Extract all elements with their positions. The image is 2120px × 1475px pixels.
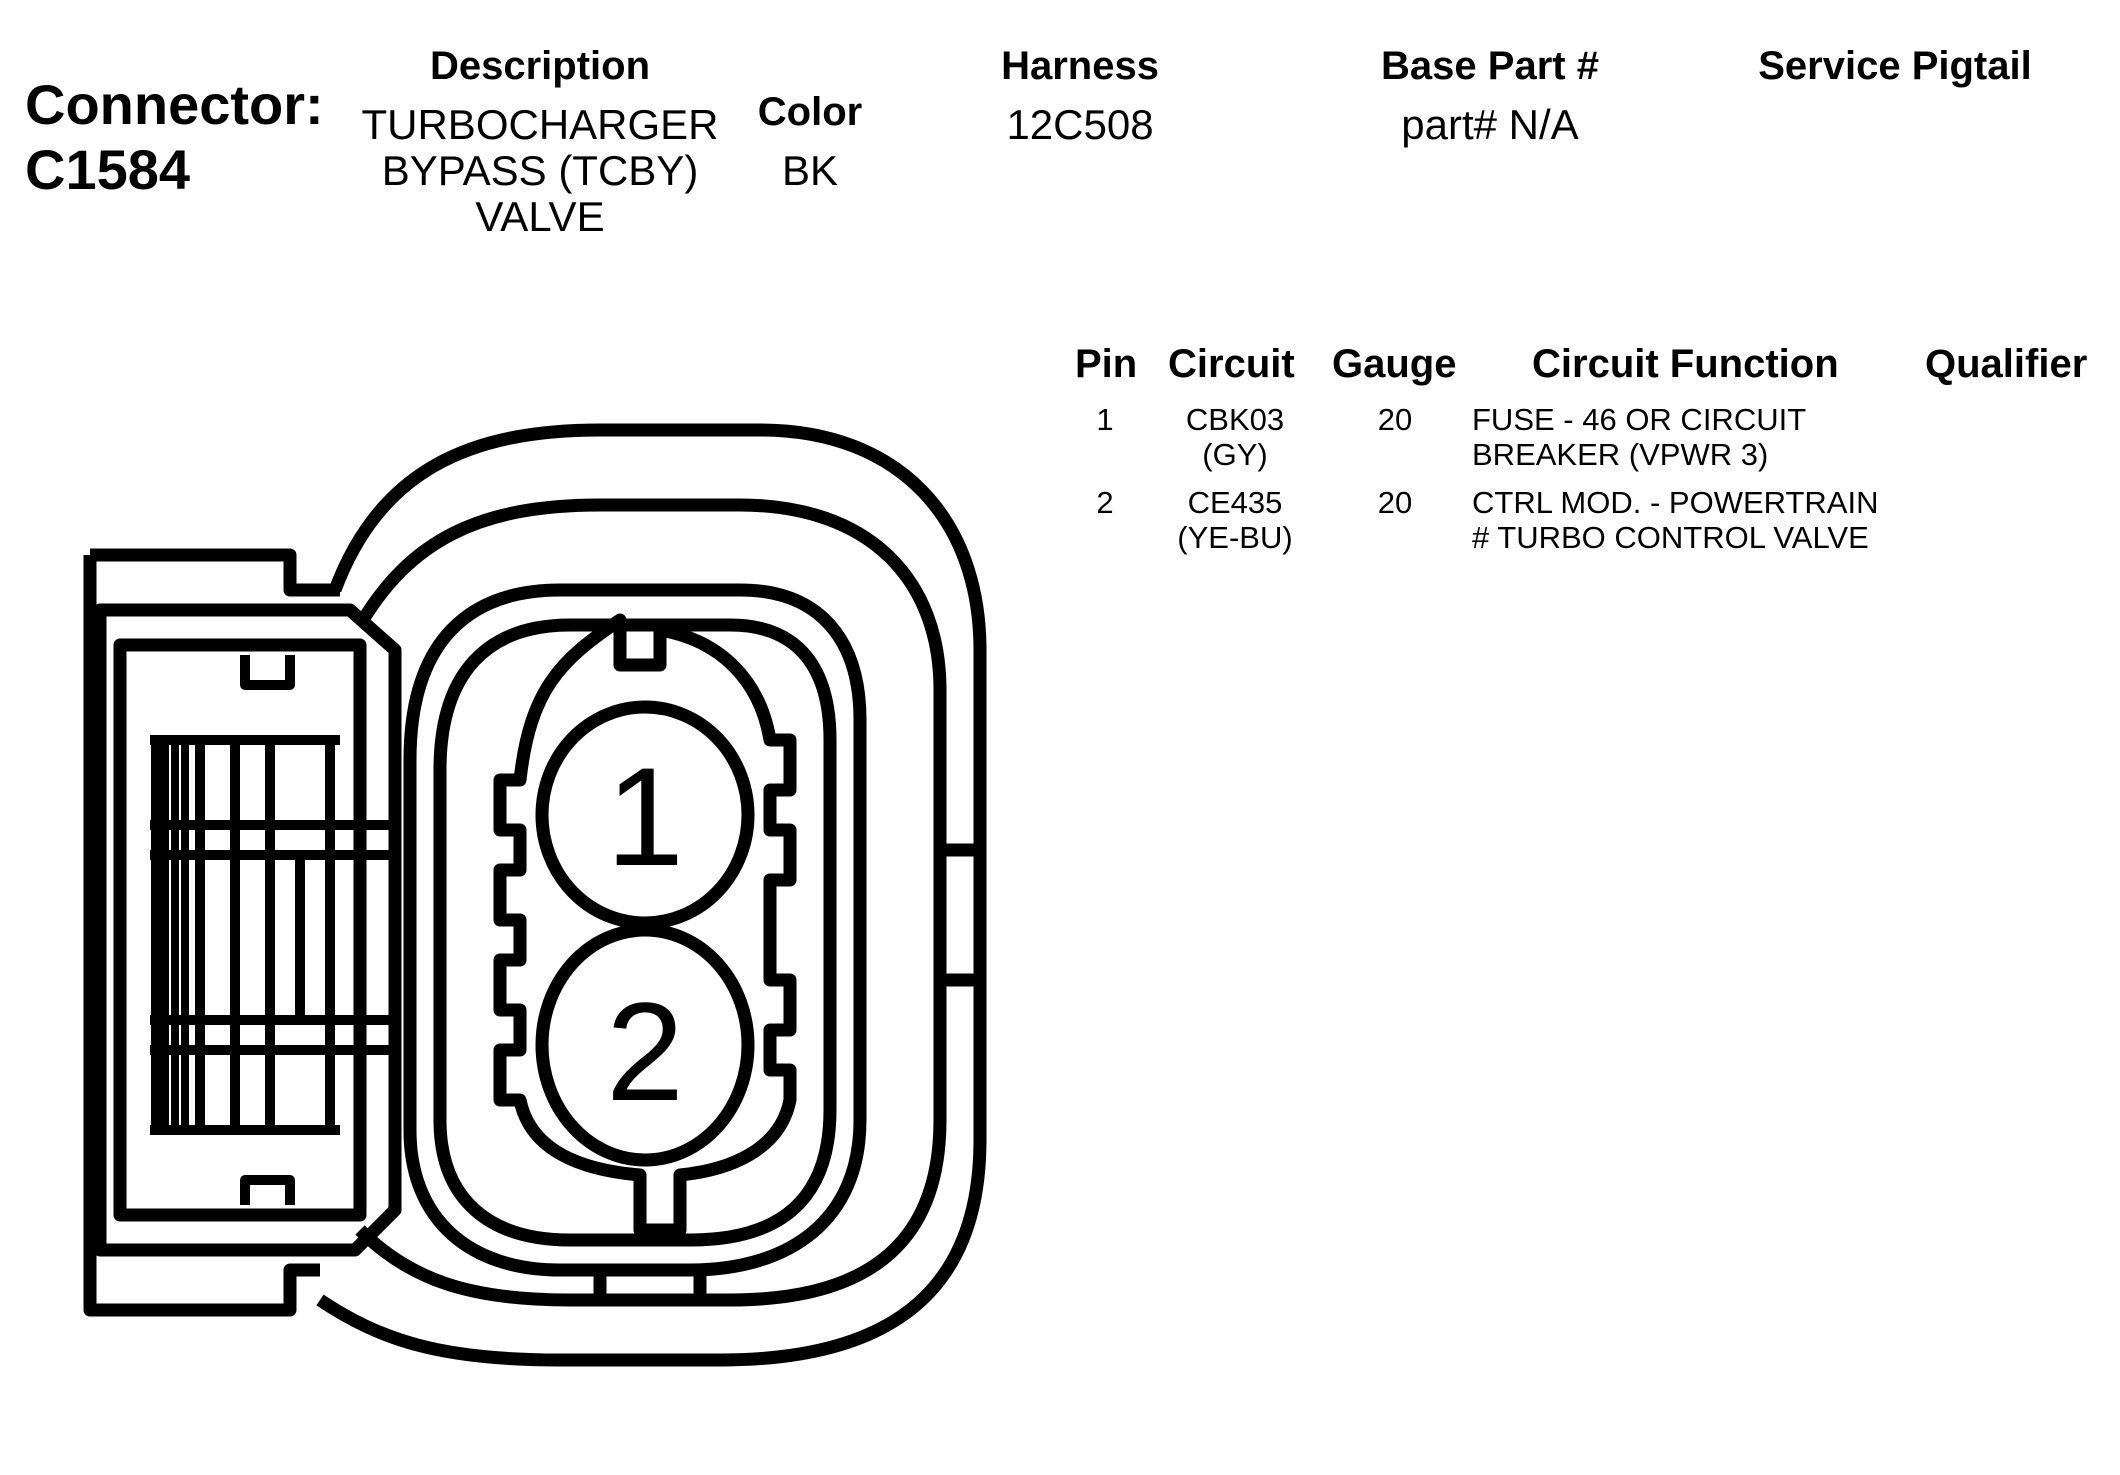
pin-1-number: 1 — [1096, 402, 1114, 437]
description-header: Description — [429, 44, 651, 88]
description-value: TURBOCHARGER BYPASS (TCBY) VALVE — [361, 101, 719, 240]
circuit-column-header: Circuit — [1168, 342, 1295, 386]
base-part-value: part# N/A — [1401, 101, 1579, 148]
pin-1-circle — [535, 700, 755, 930]
pin-1-function: FUSE - 46 OR CIRCUIT BREAKER (VPWR 3) — [1472, 402, 1807, 472]
pin-2-number: 2 — [1096, 485, 1114, 520]
pin-1-label: 1 — [606, 738, 684, 895]
connector-title: Connector: C1584 — [25, 72, 324, 202]
color-header: Color — [757, 90, 863, 134]
latch-knobs — [240, 655, 295, 1205]
right-tab — [940, 843, 975, 987]
connector-id: C1584 — [25, 138, 191, 201]
circuit-function-column-header: Circuit Function — [1532, 342, 1839, 386]
harness-header: Harness — [1001, 44, 1159, 88]
pin-column-header: Pin — [1075, 342, 1138, 386]
pin-2-label: 2 — [606, 973, 684, 1130]
connector-label: Connector: — [25, 73, 324, 136]
pin-1-gauge: 20 — [1377, 402, 1413, 437]
inner-shroud — [403, 583, 867, 1277]
gauge-column-header: Gauge — [1332, 342, 1457, 386]
housing-outer-outline — [316, 423, 987, 1367]
pin-2-circuit: CE435 (YE-BU) — [1177, 485, 1293, 555]
pin-1-circuit: CBK03 (GY) — [1185, 402, 1285, 472]
latch-grip — [151, 745, 189, 1125]
pin-2-function: CTRL MOD. - POWERTRAIN # TURBO CONTROL V… — [1472, 485, 1879, 555]
latch-outer — [83, 548, 340, 1317]
color-value: BK — [781, 147, 839, 194]
pin-2-circle — [535, 923, 755, 1167]
latch-bars — [150, 735, 390, 1135]
pin-2-gauge: 20 — [1377, 485, 1413, 520]
harness-value: 12C508 — [1006, 101, 1154, 148]
housing-ring-2 — [354, 498, 947, 1307]
latch-inner — [113, 638, 367, 1222]
base-part-header: Base Part # — [1381, 44, 1599, 88]
service-pigtail-header: Service Pigtail — [1758, 44, 2032, 88]
inner-shroud-ring — [433, 618, 837, 1247]
bottom-latch — [593, 1270, 707, 1300]
pin-cavity-outline — [493, 613, 797, 1237]
latch-frame — [93, 603, 402, 1257]
qualifier-column-header: Qualifier — [1925, 342, 2088, 386]
